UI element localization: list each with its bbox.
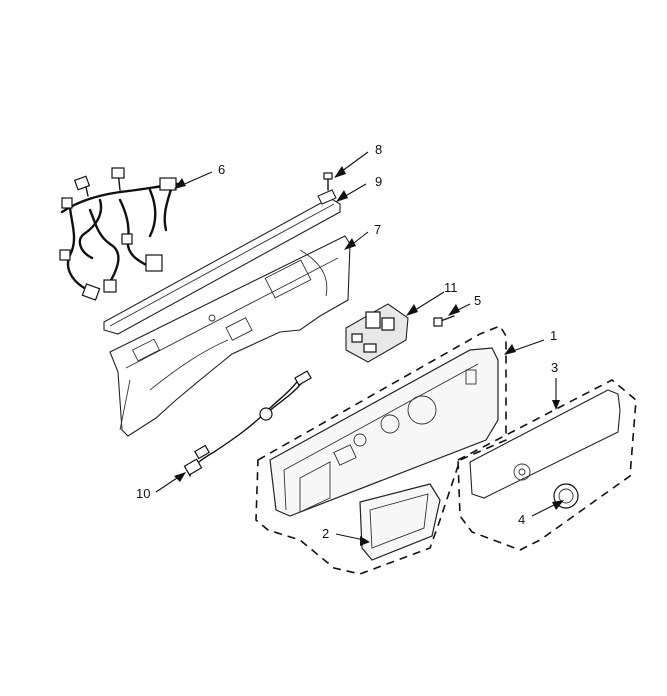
leader-lines bbox=[155, 151, 564, 546]
callout-8: 8 bbox=[375, 142, 382, 157]
callout-2: 2 bbox=[322, 526, 329, 541]
group-outline-part-1 bbox=[255, 325, 507, 575]
console-panel-part-1 bbox=[269, 347, 499, 517]
callout-3: 3 bbox=[551, 360, 558, 375]
callout-9: 9 bbox=[375, 174, 382, 189]
screw-part-8 bbox=[323, 172, 333, 191]
callout-10: 10 bbox=[136, 486, 150, 501]
mounting-bracket-part-9 bbox=[103, 189, 341, 335]
callout-1: 1 bbox=[550, 328, 557, 343]
callout-4: 4 bbox=[518, 512, 525, 527]
callout-5: 5 bbox=[474, 293, 481, 308]
dispenser-handle-part-2 bbox=[359, 483, 441, 561]
callout-11: 11 bbox=[444, 280, 458, 295]
screw-part-5 bbox=[433, 315, 455, 327]
wire-harness-part-6 bbox=[59, 167, 180, 301]
control-panel-part-3 bbox=[469, 389, 621, 499]
console-frame-part-7 bbox=[109, 235, 351, 437]
cable-harness-part-10 bbox=[183, 370, 312, 477]
callout-7: 7 bbox=[374, 222, 381, 237]
callout-6: 6 bbox=[218, 162, 225, 177]
group-outline-part-3 bbox=[457, 379, 637, 551]
control-board-part-11 bbox=[345, 303, 409, 363]
